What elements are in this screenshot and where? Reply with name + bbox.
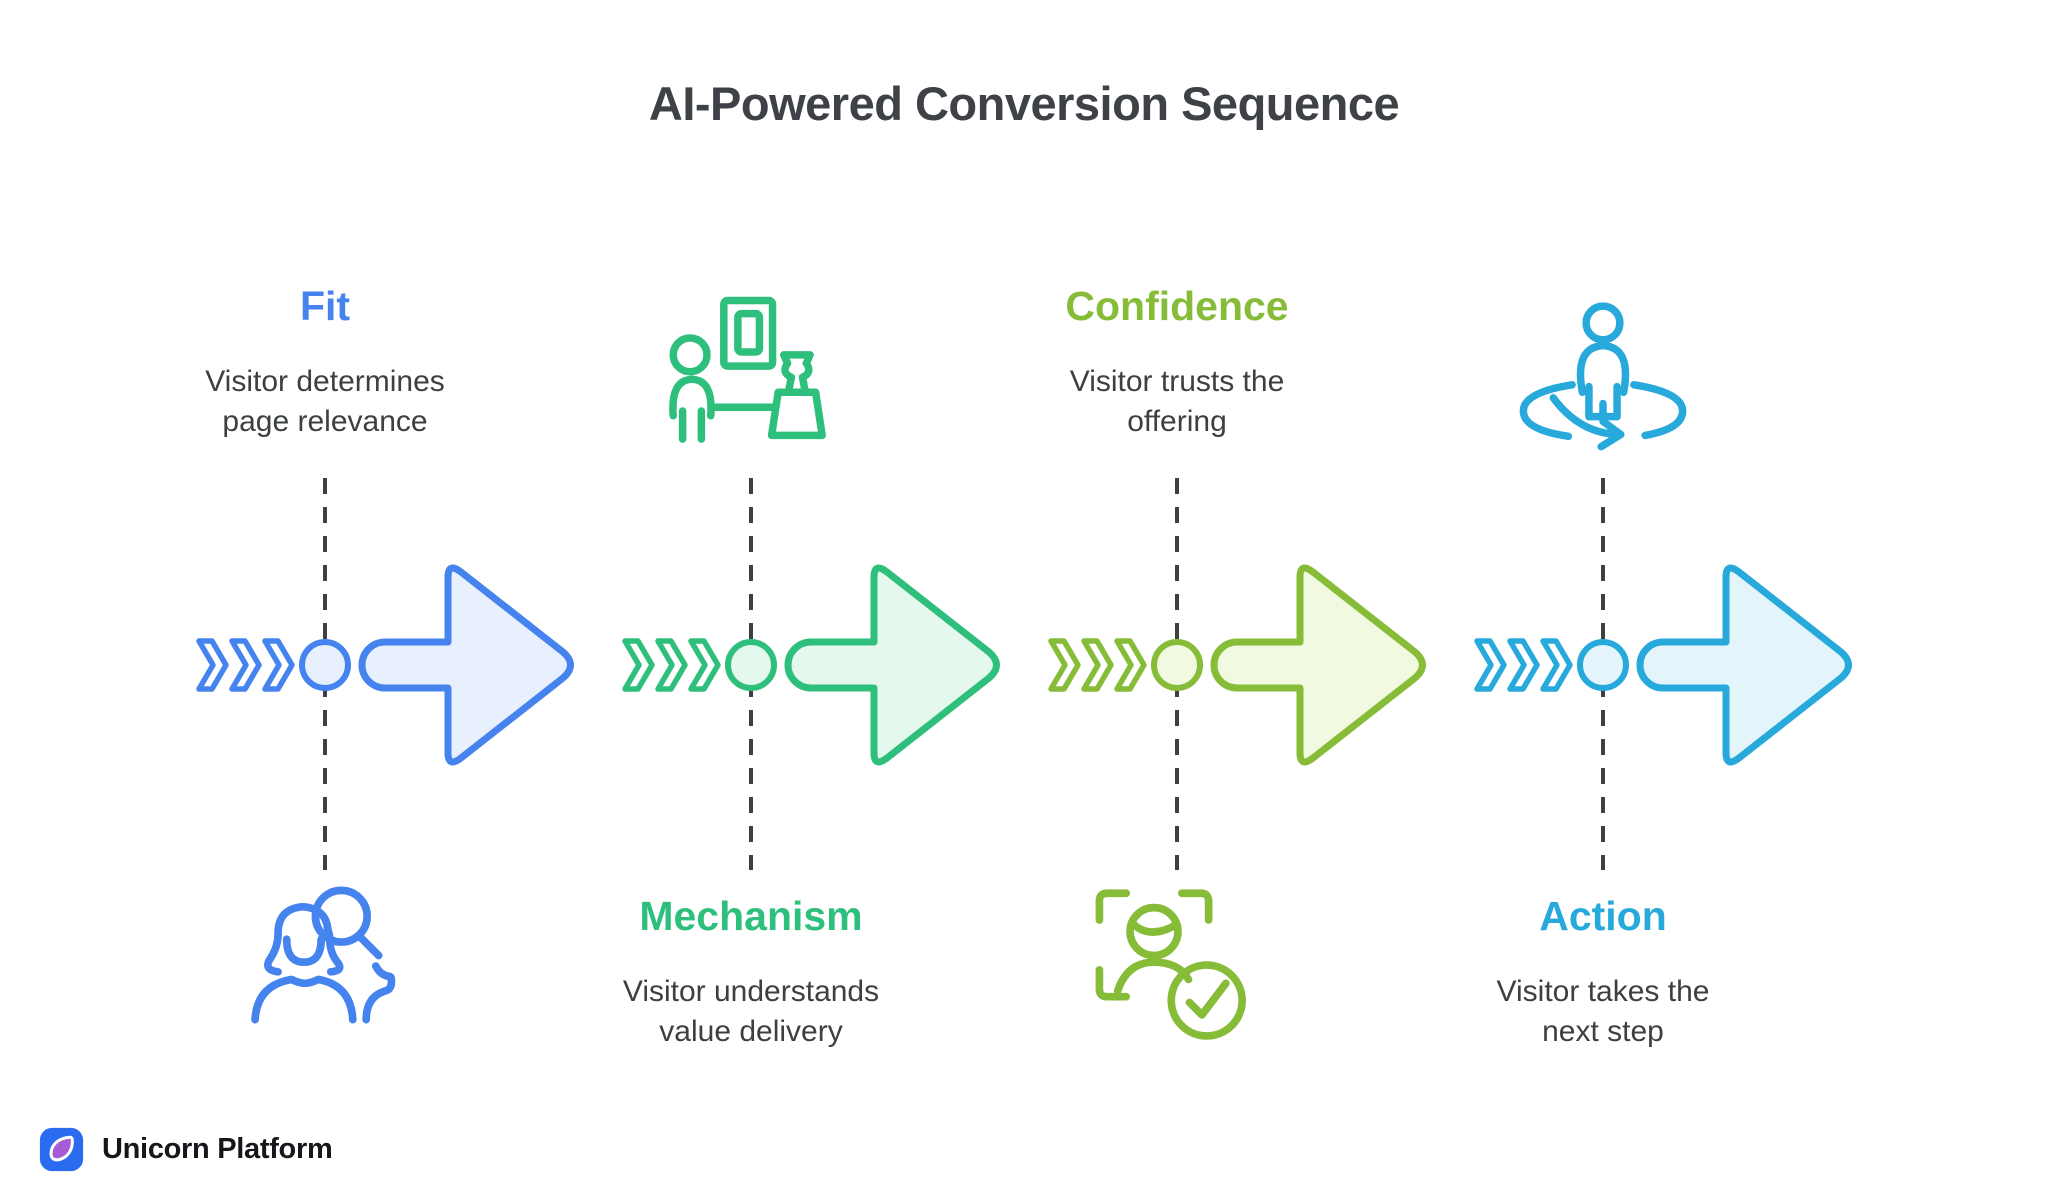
forward-arrow-icon [1210,564,1426,766]
stages-row: Fit Visitor determines page relevance [112,0,1852,1192]
face-scan-check-icon [1086,876,1268,1058]
forward-arrow-icon [1636,564,1852,766]
stage-fit: Fit Visitor determines page relevance [112,0,574,1192]
chevron-arrows-icon [196,638,295,692]
unicorn-platform-logo-icon [39,1127,84,1172]
stage-mechanism: Mechanism Visitor understands value deli… [538,0,1000,1192]
person-turnaround-icon [1514,293,1692,471]
forward-arrow-icon [358,564,574,766]
timeline-node [725,639,777,691]
stage-description: Visitor understands value delivery [622,975,880,1048]
stage-label: Mechanism [639,893,863,939]
chevron-arrows-icon [1474,638,1573,692]
flow-band [195,545,595,785]
timeline-node [299,639,351,691]
chevron-arrows-icon [622,638,721,692]
stage-label: Fit [299,283,351,329]
page-title: AI-Powered Conversion Sequence [648,77,1400,130]
stage-description: Visitor takes the next step [1496,975,1710,1048]
people-search-icon [234,876,416,1058]
chevron-arrows-icon [1048,638,1147,692]
timeline-node [1577,639,1629,691]
gallery-visitor-icon [662,293,840,471]
stage-description: Visitor determines page relevance [205,365,445,438]
stage-confidence: Confidence Visitor trusts the offering [964,0,1426,1192]
flow-band [621,545,1021,785]
brand-name: Unicorn Platform [102,1133,333,1165]
flow-band [1047,545,1447,785]
brand-footer: Unicorn Platform [38,1126,333,1173]
timeline-node [1151,639,1203,691]
stage-action: Action Visitor takes the next step [1390,0,1852,1192]
stage-description: Visitor trusts the offering [1069,365,1285,438]
forward-arrow-icon [784,564,1000,766]
stage-label: Action [1539,893,1667,939]
flow-band [1473,545,1873,785]
stage-label: Confidence [1065,283,1289,329]
